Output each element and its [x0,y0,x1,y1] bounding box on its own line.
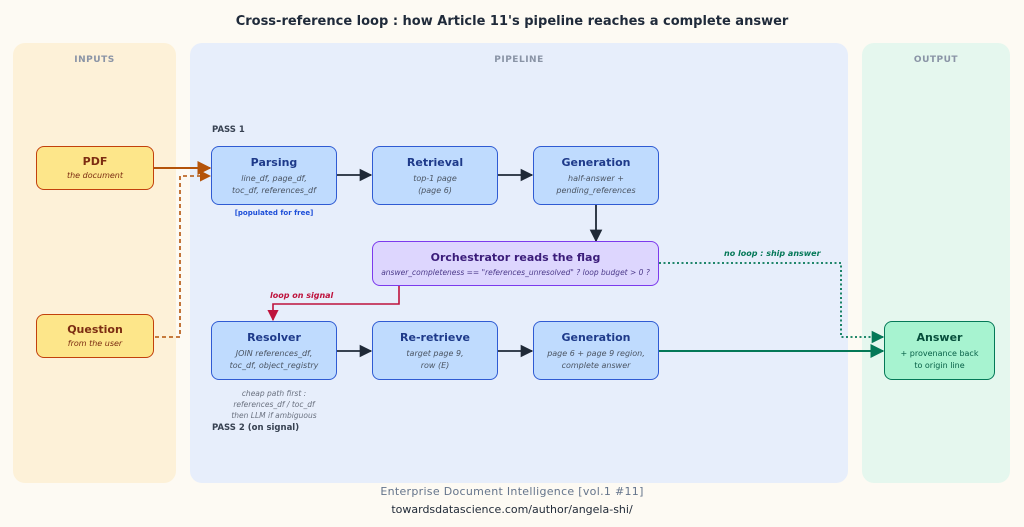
generation-node-pass2-title: Generation [561,331,631,344]
footer-author-url: towardsdatascience.com/author/angela-shi… [391,503,633,516]
diagram-title: Cross-reference loop : how Article 11's … [235,14,789,29]
cheap-path-note: cheap path first : references_df / toc_d… [211,388,337,421]
resolver-node-title: Resolver [247,331,301,344]
retrieval-node-title: Retrieval [406,156,464,169]
parsing-node: Parsing line_df, page_df, toc_df, refere… [211,146,337,205]
generation-node-pass2-detail-1: page 6 + page 9 region, [547,349,645,358]
question-node: Question from the user [36,314,154,358]
inputs-lane-title: INPUTS [74,55,115,65]
retrieval-node: Retrieval top-1 page (page 6) [372,146,498,205]
pipeline-lane-title: PIPELINE [494,55,544,65]
pdf-node-title: PDF [82,155,108,168]
reretrieve-node-detail-1: target page 9, [406,349,464,358]
output-lane: OUTPUT [862,43,1010,483]
parsing-node-detail-1: line_df, page_df, [241,174,307,183]
orchestrator-node-title: Orchestrator reads the flag [430,251,601,264]
parsing-node-title: Parsing [250,156,298,169]
generation-node-pass2-detail-2: complete answer [561,361,631,370]
loop-on-signal-label: loop on signal [270,291,334,300]
generation-node-pass1-title: Generation [561,156,631,169]
pdf-node-subtitle: the document [66,171,124,180]
resolver-node-detail-2: toc_df, object_registry [229,361,319,370]
cheap-path-note-line-1: cheap path first : [241,389,307,398]
generation-node-pass1: Generation half-answer + pending_referen… [533,146,659,205]
orchestrator-node-condition: answer_completeness == "references_unres… [381,268,650,277]
footer-series-title: Enterprise Document Intelligence [vol.1 … [380,485,644,498]
inputs-lane: INPUTS [13,43,176,483]
arrow-no-loop-ship [659,262,885,344]
cheap-path-note-line-3: then LLM if ambiguous [231,411,317,420]
question-node-subtitle: from the user [67,339,123,348]
reretrieve-node: Re-retrieve target page 9, row (E) [372,321,498,380]
answer-node-title: Answer [916,331,963,344]
populated-for-free-note: [populated for free] [234,209,314,217]
resolver-node: Resolver JOIN references_df, toc_df, obj… [211,321,337,380]
answer-node: Answer + provenance back to origin line [884,321,995,380]
generation-node-pass2: Generation page 6 + page 9 region, compl… [533,321,659,380]
output-lane-title: OUTPUT [913,55,959,65]
arrow-loop-on-signal [267,286,400,322]
question-node-title: Question [67,323,123,336]
resolver-node-detail-1: JOIN references_df, [235,349,313,358]
cheap-path-note-line-2: references_df / toc_df [233,400,315,409]
arrow-question-to-parsing [155,170,212,338]
pass-2-label: PASS 2 (on signal) [212,423,300,433]
pass-1-label: PASS 1 [212,125,245,135]
generation-node-pass1-detail-1: half-answer + [568,174,624,183]
answer-node-detail-2: to origin line [914,361,965,370]
pdf-node: PDF the document [36,146,154,190]
orchestrator-node: Orchestrator reads the flag answer_compl… [372,241,659,286]
generation-node-pass1-detail-2: pending_references [556,186,636,195]
reretrieve-node-title: Re-retrieve [400,331,470,344]
parsing-node-detail-2: toc_df, references_df [232,186,316,195]
no-loop-ship-answer-label: no loop : ship answer [724,249,821,258]
answer-node-detail-1: + provenance back [900,349,979,358]
reretrieve-node-detail-2: row (E) [420,361,450,370]
retrieval-node-detail-1: top-1 page [413,174,457,183]
retrieval-node-detail-2: (page 6) [418,186,452,195]
